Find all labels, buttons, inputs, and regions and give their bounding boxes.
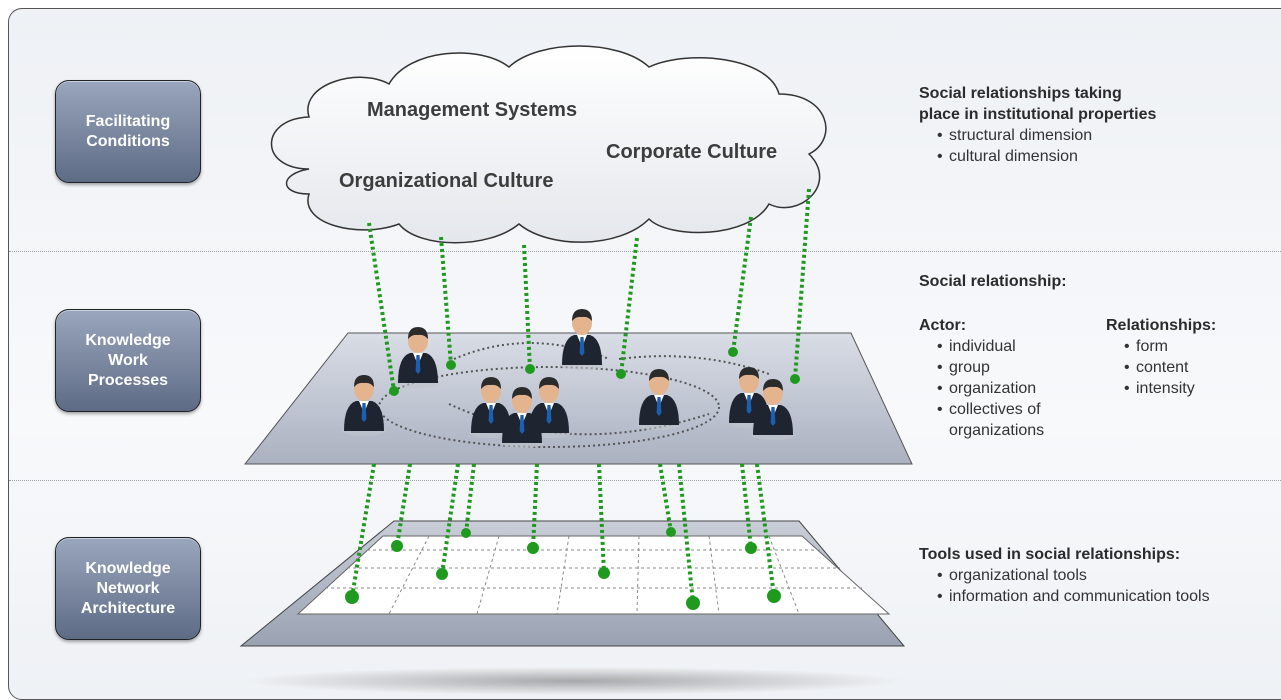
description-network-architecture: Tools used in social relationships: orga… xyxy=(919,544,1279,607)
layer-label-line: Work xyxy=(108,351,148,369)
connectors-cloud-to-work xyxy=(367,188,811,392)
description-heading: Social relationships taking xyxy=(919,85,1122,102)
layer-label-line: Knowledge xyxy=(85,559,171,577)
band-divider xyxy=(9,480,1281,481)
description-facilitating-conditions: Social relationships taking place in ins… xyxy=(919,83,1156,167)
description-relationships: Relationships: form content intensity xyxy=(1106,315,1216,399)
layer-label-line: Knowledge xyxy=(85,331,171,349)
relationships-heading: Relationships: xyxy=(1106,317,1217,334)
band-divider xyxy=(9,251,1281,252)
layer-label-line: Facilitating xyxy=(85,112,171,130)
description-heading: place in institutional properties xyxy=(919,106,1157,123)
layer-label-line: Network xyxy=(96,579,160,597)
architecture-grid-lines xyxy=(325,535,863,615)
layer-label-line: Conditions xyxy=(86,132,170,150)
description-item: information and communication tools xyxy=(937,586,1259,607)
relationships-item: content xyxy=(1124,357,1216,378)
description-actor: Actor: individual group organization col… xyxy=(919,315,1099,441)
actor-item: group xyxy=(937,357,1099,378)
cloud-label-management-systems: Management Systems xyxy=(367,99,577,121)
relationships-item: intensity xyxy=(1124,378,1216,399)
actor-item: collectives of organizations xyxy=(937,399,1079,441)
description-heading: Tools used in social relationships: xyxy=(919,546,1181,563)
work-connector-nodes xyxy=(389,347,800,396)
cloud-label-corporate-culture: Corporate Culture xyxy=(606,141,777,163)
layer-label-line: Architecture xyxy=(80,599,176,617)
base-shadow xyxy=(244,667,904,695)
description-work-processes: Social relationship: xyxy=(919,271,1067,292)
connectors-work-to-architecture xyxy=(350,463,776,604)
cloud xyxy=(270,45,827,244)
architecture-connector-nodes xyxy=(345,527,781,610)
description-heading: Social relationship: xyxy=(919,273,1067,290)
actor-item: individual xyxy=(937,336,1099,357)
description-item: structural dimension xyxy=(937,125,1156,146)
layer-label-line: Processes xyxy=(87,371,169,389)
actor-heading: Actor: xyxy=(919,317,967,334)
actor-item: organization xyxy=(937,378,1099,399)
description-item: cultural dimension xyxy=(937,146,1156,167)
relationships-item: form xyxy=(1124,336,1216,357)
layered-diagram: Management Systems Corporate Culture Org… xyxy=(239,45,913,695)
cloud-label-organizational-culture: Organizational Culture xyxy=(339,170,553,192)
architecture-grid-surface xyxy=(296,535,891,615)
description-item: organizational tools xyxy=(937,565,1259,586)
